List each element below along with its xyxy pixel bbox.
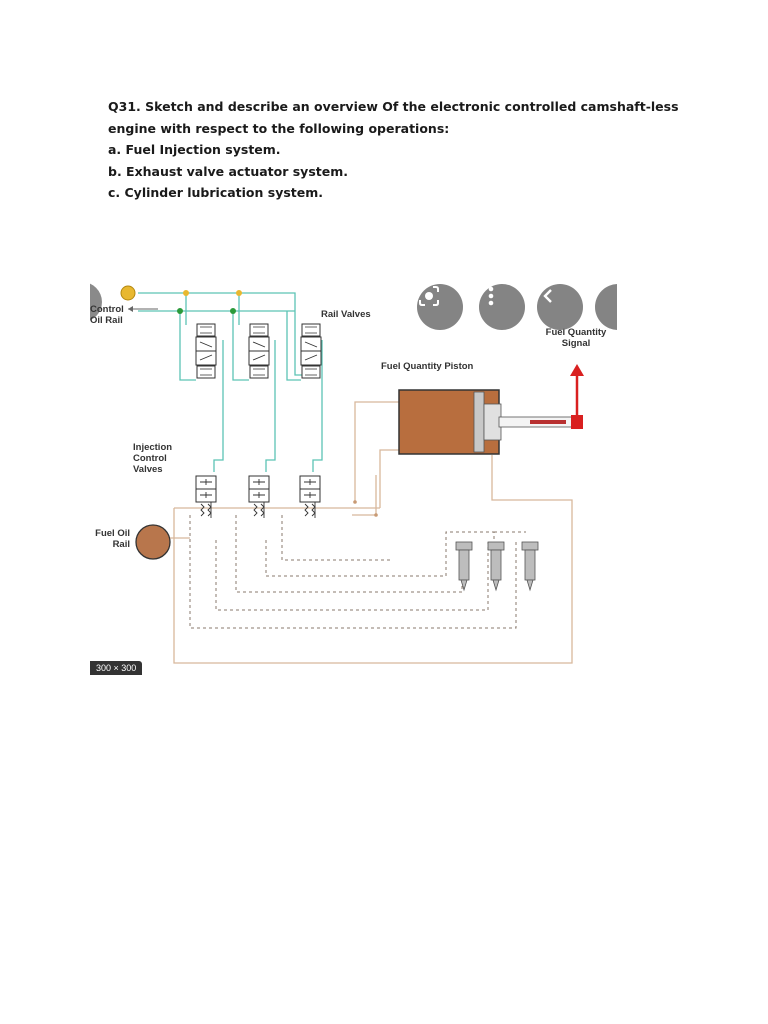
label-injection-control-valves: Injection Control Valves bbox=[133, 442, 172, 475]
lens-search-button[interactable] bbox=[417, 284, 463, 330]
label-rail-valves: Rail Valves bbox=[321, 309, 371, 320]
more-options-button[interactable] bbox=[479, 284, 525, 330]
label-control-oil-rail: Control Oil Rail bbox=[90, 304, 124, 326]
junction-green-1 bbox=[177, 308, 183, 314]
fuel-quantity-signal-arrow bbox=[570, 364, 584, 429]
label-control-oil-rail-line2: Oil Rail bbox=[90, 315, 123, 326]
injector-1 bbox=[455, 541, 473, 592]
label-fuel-quantity-signal-line1: Fuel Quantity bbox=[545, 327, 607, 338]
chevron-left-icon bbox=[543, 289, 552, 303]
label-fuel-quantity-signal: Fuel Quantity Signal bbox=[534, 327, 617, 349]
rail-valve-2 bbox=[248, 323, 270, 379]
label-fuel-quantity-signal-line2: Signal bbox=[561, 338, 591, 349]
question-title-cont: engine with respect to the following ope… bbox=[108, 120, 450, 136]
fuel-to-piston-1 bbox=[379, 449, 400, 508]
more-vert-icon bbox=[488, 286, 494, 306]
label-fuel-oil-rail: Fuel Oil Rail bbox=[90, 528, 130, 550]
injection-valve-2 bbox=[248, 475, 270, 518]
diagram-svg bbox=[90, 283, 584, 664]
injection-valve-1 bbox=[195, 475, 217, 518]
question-item-c: c. Cylinder lubrication system. bbox=[108, 185, 324, 200]
camshaftless-engine-diagram: Control Oil Rail Rail Valves Fuel Quanti… bbox=[90, 280, 617, 676]
rail-valve-1 bbox=[195, 323, 217, 379]
injector-3 bbox=[521, 541, 539, 592]
control-oil-lines bbox=[138, 292, 323, 472]
fuel-to-piston-2 bbox=[354, 401, 400, 502]
previous-image-button[interactable] bbox=[537, 284, 583, 330]
label-injection-control-valves-line3: Valves bbox=[133, 464, 163, 475]
next-image-button-cropped[interactable] bbox=[595, 284, 617, 330]
label-injection-control-valves-line2: Control bbox=[133, 453, 167, 464]
fuel-lines bbox=[173, 401, 573, 664]
question-text: Q31. Sketch and describe an overview Of … bbox=[108, 96, 708, 204]
junction-yellow-2 bbox=[236, 290, 242, 296]
injection-valve-3 bbox=[299, 475, 321, 518]
label-fuel-oil-rail-line1: Fuel Oil bbox=[95, 528, 130, 539]
label-fuel-oil-rail-line2: Rail bbox=[112, 539, 130, 550]
fuel-quantity-piston bbox=[398, 389, 573, 455]
image-size-tag: 300 × 300 bbox=[90, 661, 143, 675]
control-oil-main-line bbox=[138, 292, 303, 376]
injector-dashed-lines bbox=[189, 515, 526, 629]
pilot-line-2 bbox=[265, 340, 276, 472]
pilot-line-1 bbox=[213, 340, 224, 472]
injection-control-valves bbox=[195, 475, 321, 518]
rail-valves bbox=[195, 323, 322, 379]
control-oil-rail-node bbox=[120, 285, 136, 301]
junction-green-2 bbox=[230, 308, 236, 314]
rail-valve-3 bbox=[300, 323, 322, 379]
question-item-a: a. Fuel Injection system. bbox=[108, 142, 281, 157]
junction-yellow-1 bbox=[183, 290, 189, 296]
pilot-line-3 bbox=[312, 340, 323, 472]
label-fuel-quantity-piston: Fuel Quantity Piston bbox=[381, 361, 474, 372]
lens-scan-icon bbox=[419, 286, 439, 306]
label-control-oil-rail-line1: Control bbox=[90, 304, 124, 315]
injector-2 bbox=[487, 541, 505, 592]
label-injection-control-valves-line1: Injection bbox=[133, 442, 173, 453]
fuel-return-outer bbox=[173, 455, 573, 664]
fuel-oil-rail-tank bbox=[135, 524, 171, 560]
fuel-injectors bbox=[455, 541, 539, 592]
question-item-b: b. Exhaust valve actuator system. bbox=[108, 163, 348, 179]
cropped-overlay-button-left bbox=[90, 283, 102, 321]
question-title: Q31. Sketch and describe an overview Of … bbox=[108, 99, 679, 114]
